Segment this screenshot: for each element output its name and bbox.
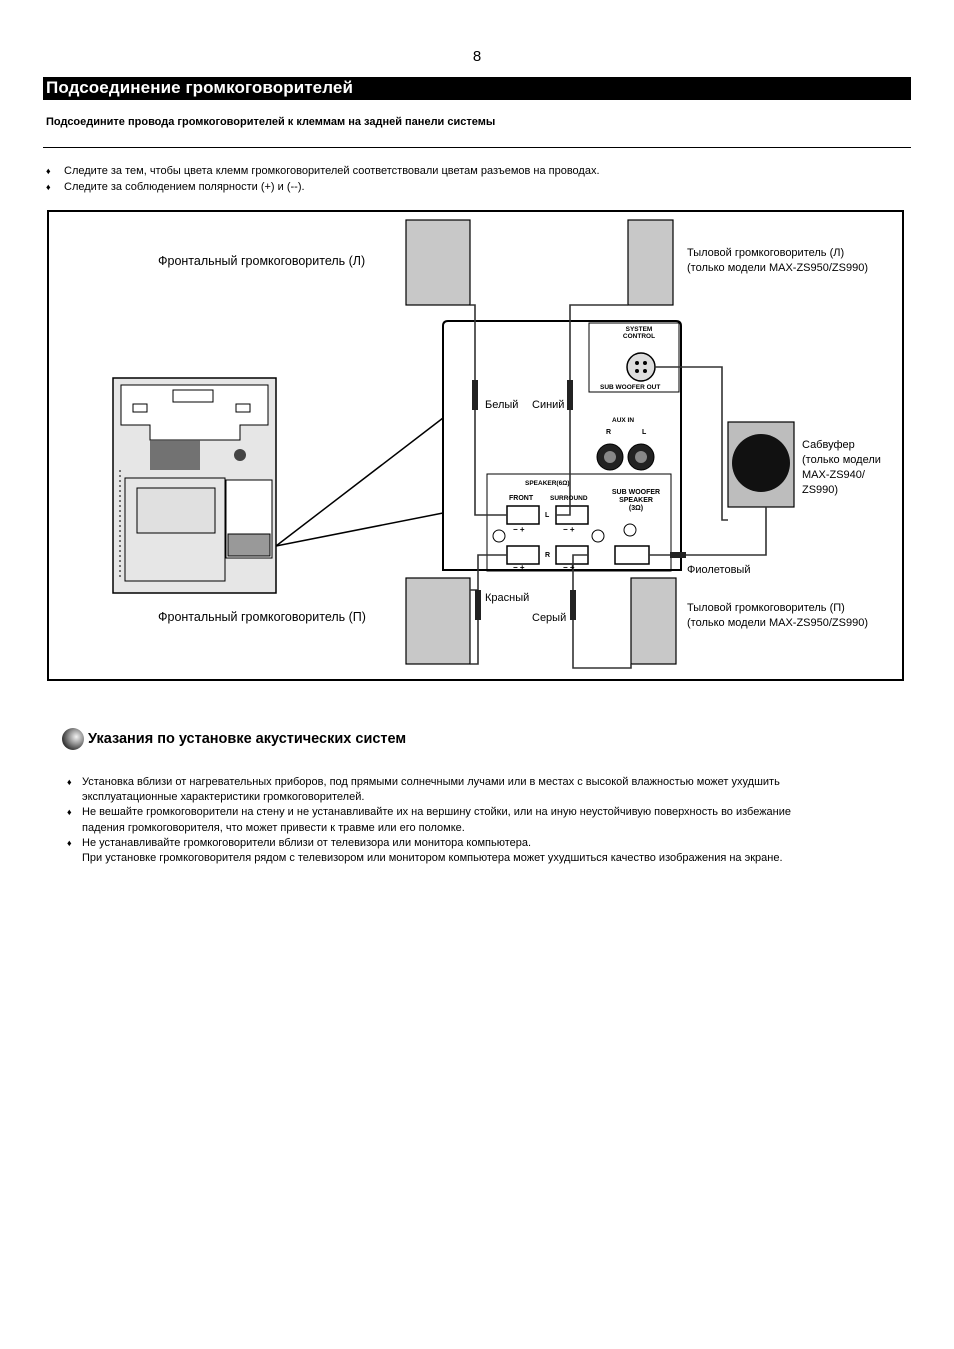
rear-left-label: Тыловой громкоговоритель (Л) (только мод… — [687, 247, 868, 274]
front-right-speaker — [405, 577, 471, 665]
wire-blue-label: Синий — [532, 399, 565, 411]
polarity-label: − + — [513, 525, 525, 534]
subwoofer-cone — [732, 434, 790, 492]
channel-l-label: L — [545, 512, 550, 519]
front-r-terminal — [506, 545, 540, 565]
front-label: FRONT — [509, 495, 534, 502]
aux-r-label: R — [606, 429, 612, 436]
wire-violet-label: Фиолетовый — [687, 564, 751, 576]
polarity-label: − + — [513, 563, 525, 572]
subwoofer-label: Сабвуфер (только модели MAX-ZS940/ ZS990… — [802, 439, 881, 496]
speaker-wires — [470, 304, 767, 669]
wire-white-label: Белый — [485, 399, 519, 411]
aux-l-label: L — [642, 429, 647, 436]
wire-red-label: Красный — [485, 592, 530, 604]
bullet-icon: ♦ — [67, 777, 72, 787]
rear-right-speaker — [630, 577, 677, 665]
bullet-list: ♦Следите за тем, чтобы цвета клемм громк… — [46, 164, 600, 195]
rear-left-speaker — [627, 219, 674, 306]
rear-right-label: Тыловой громкоговоритель (П) (только мод… — [687, 602, 868, 629]
bullet-icon: ♦ — [67, 807, 72, 818]
sub-woofer-out-label: SUB WOOFER OUT — [600, 384, 661, 391]
bullet-icon: ♦ — [67, 837, 72, 848]
speaker-terminal-area — [486, 473, 672, 572]
section-header: Указания по установке акустических систе… — [62, 728, 406, 750]
page-title: Подсоединение громкоговорителей — [46, 78, 354, 97]
channel-r-label: R — [545, 552, 551, 559]
page-number: 8 — [472, 48, 482, 65]
unit-rear-small — [112, 377, 277, 594]
polarity-label: − + — [563, 525, 575, 534]
system-control-port — [626, 352, 656, 382]
list-item: ♦Следите за соблюдением полярности (+) и… — [46, 180, 600, 196]
subtitle: Подсоедините провода громкоговорителей к… — [46, 116, 496, 128]
connection-diagram-frame — [47, 210, 904, 681]
divider — [43, 147, 911, 148]
wire-gray-label: Серый — [532, 612, 567, 624]
list-item: ♦Не вешайте громкоговорители на стену и … — [67, 805, 907, 835]
polarity-label: − + — [563, 563, 575, 572]
notes-list: ♦Установка вблизи от нагревательных приб… — [67, 775, 907, 866]
front-left-speaker — [405, 219, 471, 306]
front-left-label: Фронтальный громкоговоритель (Л) — [158, 254, 366, 268]
system-control-label: SYSTEM CONTROL — [622, 326, 656, 340]
subwoofer-terminal — [614, 545, 650, 565]
title-bar: Подсоединение громкоговорителей — [43, 77, 911, 100]
front-l-terminal — [506, 505, 540, 525]
bullet-icon: ♦ — [46, 166, 51, 176]
list-item: ♦Следите за тем, чтобы цвета клемм громк… — [46, 164, 600, 180]
speaker-header-label: SPEAKER(6Ω) — [525, 480, 570, 487]
list-item: ♦Не устанавливайте громкоговорители вбли… — [67, 836, 907, 866]
section-bullet-icon — [62, 728, 84, 750]
sub-woofer-speaker-label: SUB WOOFER SPEAKER (3Ω) — [611, 489, 661, 512]
list-item: ♦Установка вблизи от нагревательных приб… — [67, 775, 907, 805]
bullet-icon: ♦ — [46, 181, 51, 192]
surround-label: SURROUND — [550, 495, 588, 502]
aux-in-label: AUX IN — [612, 417, 635, 424]
section-title: Указания по установке акустических систе… — [88, 731, 407, 747]
front-right-label: Фронтальный громкоговоритель (П) — [158, 610, 366, 624]
